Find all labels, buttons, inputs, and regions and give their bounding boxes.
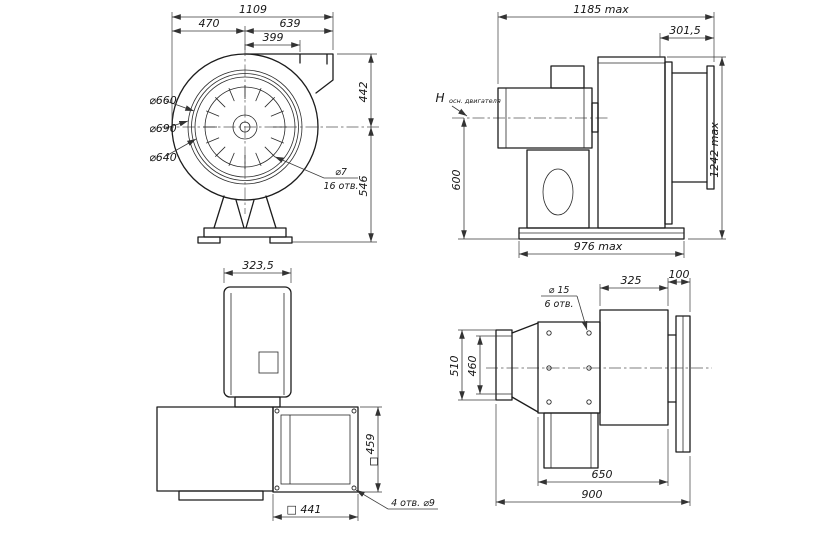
hole-dia-label: ⌀7 (335, 167, 347, 178)
plate-bolt-hole (546, 399, 552, 405)
plate-bolt-hole (586, 365, 592, 371)
dim-label-510: 510 (448, 356, 461, 377)
square-symbol (370, 457, 378, 466)
side-base-plate (518, 227, 685, 240)
bolt-hole-ticks (203, 85, 287, 169)
outlet-flange-outer (272, 406, 359, 493)
dim-label-600: 600 (450, 170, 463, 191)
plan-pedestal-lines (550, 413, 592, 468)
leader-holes-9 (355, 489, 389, 510)
dim-label-301: 301,5 (669, 24, 701, 37)
hole-dia-15-label: ⌀ 15 (549, 285, 570, 296)
base-plate (203, 227, 287, 238)
dim-label-460: 460 (466, 356, 479, 377)
holes-label-9: 4 отв. ⌀9 (391, 498, 435, 509)
dim-label-639: 639 (280, 17, 301, 30)
plan-inlet-flange (495, 329, 513, 401)
rear-base-strip (178, 490, 264, 501)
dim-label-900: 900 (582, 488, 603, 501)
flange-bolt-hole (351, 408, 357, 414)
dim-label-441: □ 441 (287, 503, 322, 516)
hole-count-6-label: 6 отв. (544, 299, 573, 310)
base-foot-left (197, 236, 221, 244)
dim-label-1109: 1109 (239, 3, 267, 16)
plan-extension-lines (458, 278, 691, 506)
dim-label-1242: 1242 max (708, 122, 721, 178)
dim-label-976: 976 max (574, 240, 623, 253)
leader-dia-660 (165, 100, 195, 112)
plate-bolt-hole (546, 330, 552, 336)
pedestal (526, 149, 590, 229)
side-view: 1185 max 301,5 1242 max 976 max 600 H ос… (435, 3, 726, 258)
support-legs (213, 195, 277, 229)
plan-casing-outline (599, 309, 669, 426)
flange-bolt-hole (351, 485, 357, 491)
inlet-collar (671, 72, 708, 183)
axis-height-note: осн. двигателя (449, 97, 501, 105)
rear-motor-body-lines (230, 293, 285, 395)
inlet-circle-660 (191, 73, 299, 181)
motor-end-shields (505, 88, 585, 148)
dim-label-325: 325 (621, 274, 642, 287)
leader-hole-7 (274, 156, 358, 179)
leader-axis-height (451, 105, 468, 117)
front-centerlines (162, 44, 380, 214)
side-extension-lines (458, 12, 726, 258)
plan-inlet-flange-ticks (496, 335, 512, 395)
plan-view: 325 100 510 460 650 900 ⌀ 15 6 отв. (448, 268, 712, 506)
plan-outlet-duct (667, 334, 677, 403)
dia-label-690: ⌀690 (149, 122, 177, 135)
leader-holes-15 (576, 295, 588, 331)
axis-height-symbol: H (435, 91, 444, 105)
hole-count-label: 16 отв. (323, 181, 358, 192)
rear-housing (156, 406, 274, 492)
dim-label-470: 470 (199, 17, 220, 30)
plan-pedestal (543, 412, 599, 469)
dim-label-1185: 1185 max (573, 3, 629, 16)
rear-motor-outline (223, 286, 292, 398)
terminal-box (550, 65, 585, 89)
hub-circle (232, 114, 258, 140)
inlet-flange (706, 65, 715, 190)
motor-shaft (591, 102, 599, 133)
dim-label-100: 100 (669, 268, 690, 281)
dia-label-660: ⌀660 (149, 94, 177, 107)
inlet-circle-640 (194, 76, 296, 178)
dim-label-546: 546 (357, 176, 370, 197)
front-view: 1109 470 639 399 442 546 ⌀660 ⌀690 ⌀640 … (149, 3, 380, 244)
plate-bolt-hole (586, 330, 592, 336)
casing-side-outline (597, 56, 666, 229)
base-foot-right (269, 236, 293, 244)
flange-bolt-hole (274, 485, 280, 491)
rear-view: 323,5 459 □ 441 4 отв. ⌀9 (156, 259, 438, 521)
dim-label-399: 399 (263, 31, 284, 44)
dim-label-650: 650 (592, 468, 613, 481)
rear-motor-detail-box (258, 351, 279, 374)
leader-dia-690 (165, 120, 189, 129)
plate-bolt-hole (586, 399, 592, 405)
dim-label-323: 323,5 (242, 259, 274, 272)
outlet-flange-inner (280, 414, 351, 485)
shaft-circle (239, 121, 251, 133)
motor-neck (234, 396, 281, 408)
flange-bolt-hole (274, 408, 280, 414)
dia-label-640: ⌀640 (149, 151, 177, 164)
dim-label-459: 459 (364, 434, 377, 455)
scroll-casing-outline (171, 53, 319, 201)
inlet-circle-690 (187, 69, 303, 185)
casing-back-flange (664, 61, 673, 225)
pedestal-hole (542, 168, 574, 216)
leader-dia-640 (165, 138, 197, 157)
outlet-duct (245, 53, 334, 94)
plan-inlet-cone (511, 322, 539, 413)
dim-label-442: 442 (357, 82, 370, 103)
plate-bolt-hole (546, 365, 552, 371)
